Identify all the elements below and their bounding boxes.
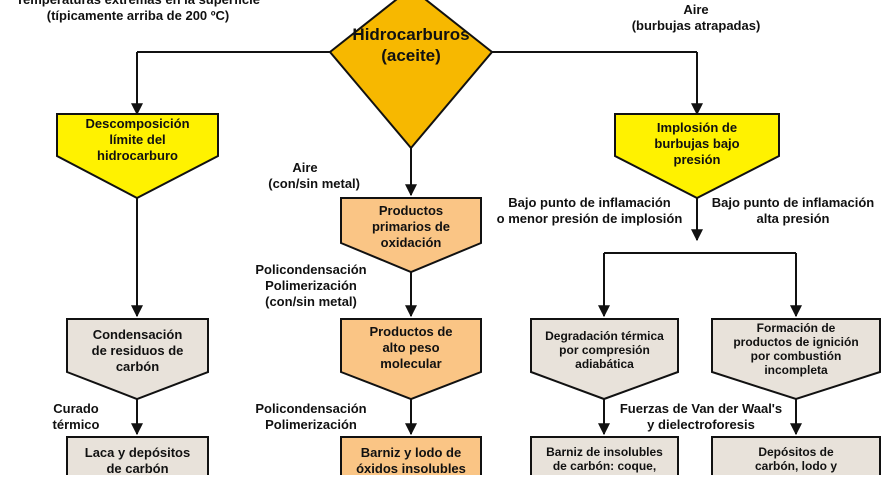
node-degradacion: Degradación térmica por compresión adiab… <box>531 329 678 371</box>
node-implosion: Implosión de burbujas bajo presión <box>615 120 779 168</box>
node-primarios-line2: primarios de <box>371 219 451 234</box>
node-formacion-shape <box>711 318 881 401</box>
node-primarios-line1: Productos <box>378 203 444 218</box>
label-poli-1-line3: (con/sin metal) <box>265 294 357 309</box>
label-curado: Curado térmico <box>46 401 106 433</box>
node-laca-line1: Laca y depósitos <box>84 445 191 460</box>
label-fuerzas-line2: y dielectroforesis <box>647 417 755 432</box>
label-aire-mid: Aire (con/sin metal) <box>250 160 360 192</box>
label-aire-top-line1: Aire <box>683 2 709 17</box>
node-descomposicion-line1: Descomposición <box>85 116 190 131</box>
label-poli-1-line1: Policondensación <box>255 262 367 277</box>
node-implosion-shape <box>614 113 780 200</box>
connectors <box>131 51 802 436</box>
label-aire-mid-line1: Aire <box>292 160 318 175</box>
label-poli-1-line2: Polimerización <box>265 278 357 293</box>
node-alto-peso: Productos de alto peso molecular <box>341 324 481 372</box>
node-barniz-insolubles: Barniz de insolubles de carbón: coque, <box>531 445 678 473</box>
node-laca-line2: de carbón <box>106 461 169 476</box>
label-curado-line1: Curado <box>53 401 99 416</box>
node-barniz-insolubles-line1: Barniz de insolubles <box>546 445 663 459</box>
node-hidrocarburos: Hidrocarburos (aceite) <box>341 24 481 66</box>
label-bajo-2-line2: alta presión <box>756 211 830 226</box>
label-aire-top-line2: (burbujas atrapadas) <box>631 18 761 33</box>
node-degradacion-shape <box>530 318 679 401</box>
label-poli-2-line2: Polimerización <box>265 417 357 432</box>
node-degradacion-line3: adiabática <box>575 357 634 371</box>
node-formacion: Formación de productos de ignición por c… <box>712 321 880 377</box>
node-descomposicion-line2: límite del <box>109 132 166 147</box>
node-depositos-shape <box>711 436 881 475</box>
label-fuerzas-line1: Fuerzas de Van der Waal's <box>619 401 783 416</box>
node-descomposicion-shape <box>56 113 219 200</box>
node-barniz-lodo-line2: óxidos insolubles <box>356 461 466 476</box>
label-bajo-1-line2: o menor presión de implosión <box>496 211 683 226</box>
node-formacion-line4: incompleta <box>764 363 828 377</box>
node-alto-peso-line1: Productos de <box>369 324 453 339</box>
label-poli-1: Policondensación Polimerización (con/sin… <box>250 262 372 310</box>
node-depositos: Depósitos de carbón, lodo y <box>712 445 880 473</box>
node-barniz-lodo-line1: Barniz y lodo de <box>360 445 462 460</box>
node-degradacion-line1: Degradación térmica <box>545 329 664 343</box>
label-aire-mid-line2: (con/sin metal) <box>268 176 360 191</box>
node-condensacion-line3: carbón <box>115 359 160 374</box>
node-primarios: Productos primarios de oxidación <box>341 203 481 251</box>
node-hidrocarburos-shape <box>328 0 494 150</box>
label-fuerzas: Fuerzas de Van der Waal's y dielectrofor… <box>610 401 792 433</box>
node-condensacion-shape <box>66 318 209 401</box>
node-formacion-line2: productos de ignición <box>733 335 859 349</box>
node-descomposicion-line3: hidrocarburo <box>97 148 178 163</box>
node-condensacion-line2: de residuos de <box>91 343 184 358</box>
node-barniz-lodo-shape <box>340 436 482 475</box>
node-laca-shape <box>66 436 209 475</box>
node-implosion-line2: burbujas bajo <box>654 136 740 151</box>
label-bajo-1-line1: Bajo punto de inflamación <box>508 195 671 210</box>
node-alto-peso-line3: molecular <box>380 356 442 371</box>
label-bajo-2: Bajo punto de inflamación alta presión <box>704 195 882 227</box>
node-implosion-line1: Implosión de <box>656 120 738 135</box>
node-depositos-line1: Depósitos de <box>758 445 834 459</box>
node-barniz-insolubles-line2: de carbón: coque, <box>552 459 657 473</box>
node-primarios-shape <box>340 197 482 274</box>
node-barniz-lodo: Barniz y lodo de óxidos insolubles <box>341 445 481 477</box>
node-hidrocarburos-line1: Hidrocarburos <box>352 25 470 44</box>
label-temperaturas-line1: Temperaturas extremas en la superficie <box>8 0 268 8</box>
node-alto-peso-shape <box>340 318 482 401</box>
node-formacion-line3: por combustión <box>750 349 842 363</box>
label-bajo-2-line1: Bajo punto de inflamación <box>711 195 875 210</box>
label-temperaturas: Temperaturas extremas en la superficie (… <box>8 0 268 24</box>
label-aire-top: Aire (burbujas atrapadas) <box>606 2 786 34</box>
node-depositos-line2: carbón, lodo y <box>754 459 837 473</box>
label-poli-2: Policondensación Polimerización <box>250 401 372 433</box>
label-bajo-1: Bajo punto de inflamación o menor presió… <box>492 195 687 227</box>
node-alto-peso-line2: alto peso <box>382 340 440 355</box>
node-degradacion-line2: por compresión <box>559 343 650 357</box>
node-descomposicion: Descomposición límite del hidrocarburo <box>57 116 218 164</box>
node-implosion-line3: presión <box>673 152 721 167</box>
label-temperaturas-line2: (típicamente arriba de 200 ºC) <box>46 8 230 23</box>
label-curado-line2: térmico <box>52 417 100 432</box>
node-hidrocarburos-line2: (aceite) <box>381 46 441 65</box>
node-condensacion-line1: Condensación <box>92 327 183 342</box>
node-primarios-line3: oxidación <box>380 235 442 250</box>
node-condensacion: Condensación de residuos de carbón <box>67 327 208 375</box>
node-formacion-line1: Formación de <box>756 321 836 335</box>
label-poli-2-line1: Policondensación <box>255 401 367 416</box>
node-laca: Laca y depósitos de carbón <box>67 445 208 477</box>
node-barniz-insolubles-shape <box>530 436 679 475</box>
